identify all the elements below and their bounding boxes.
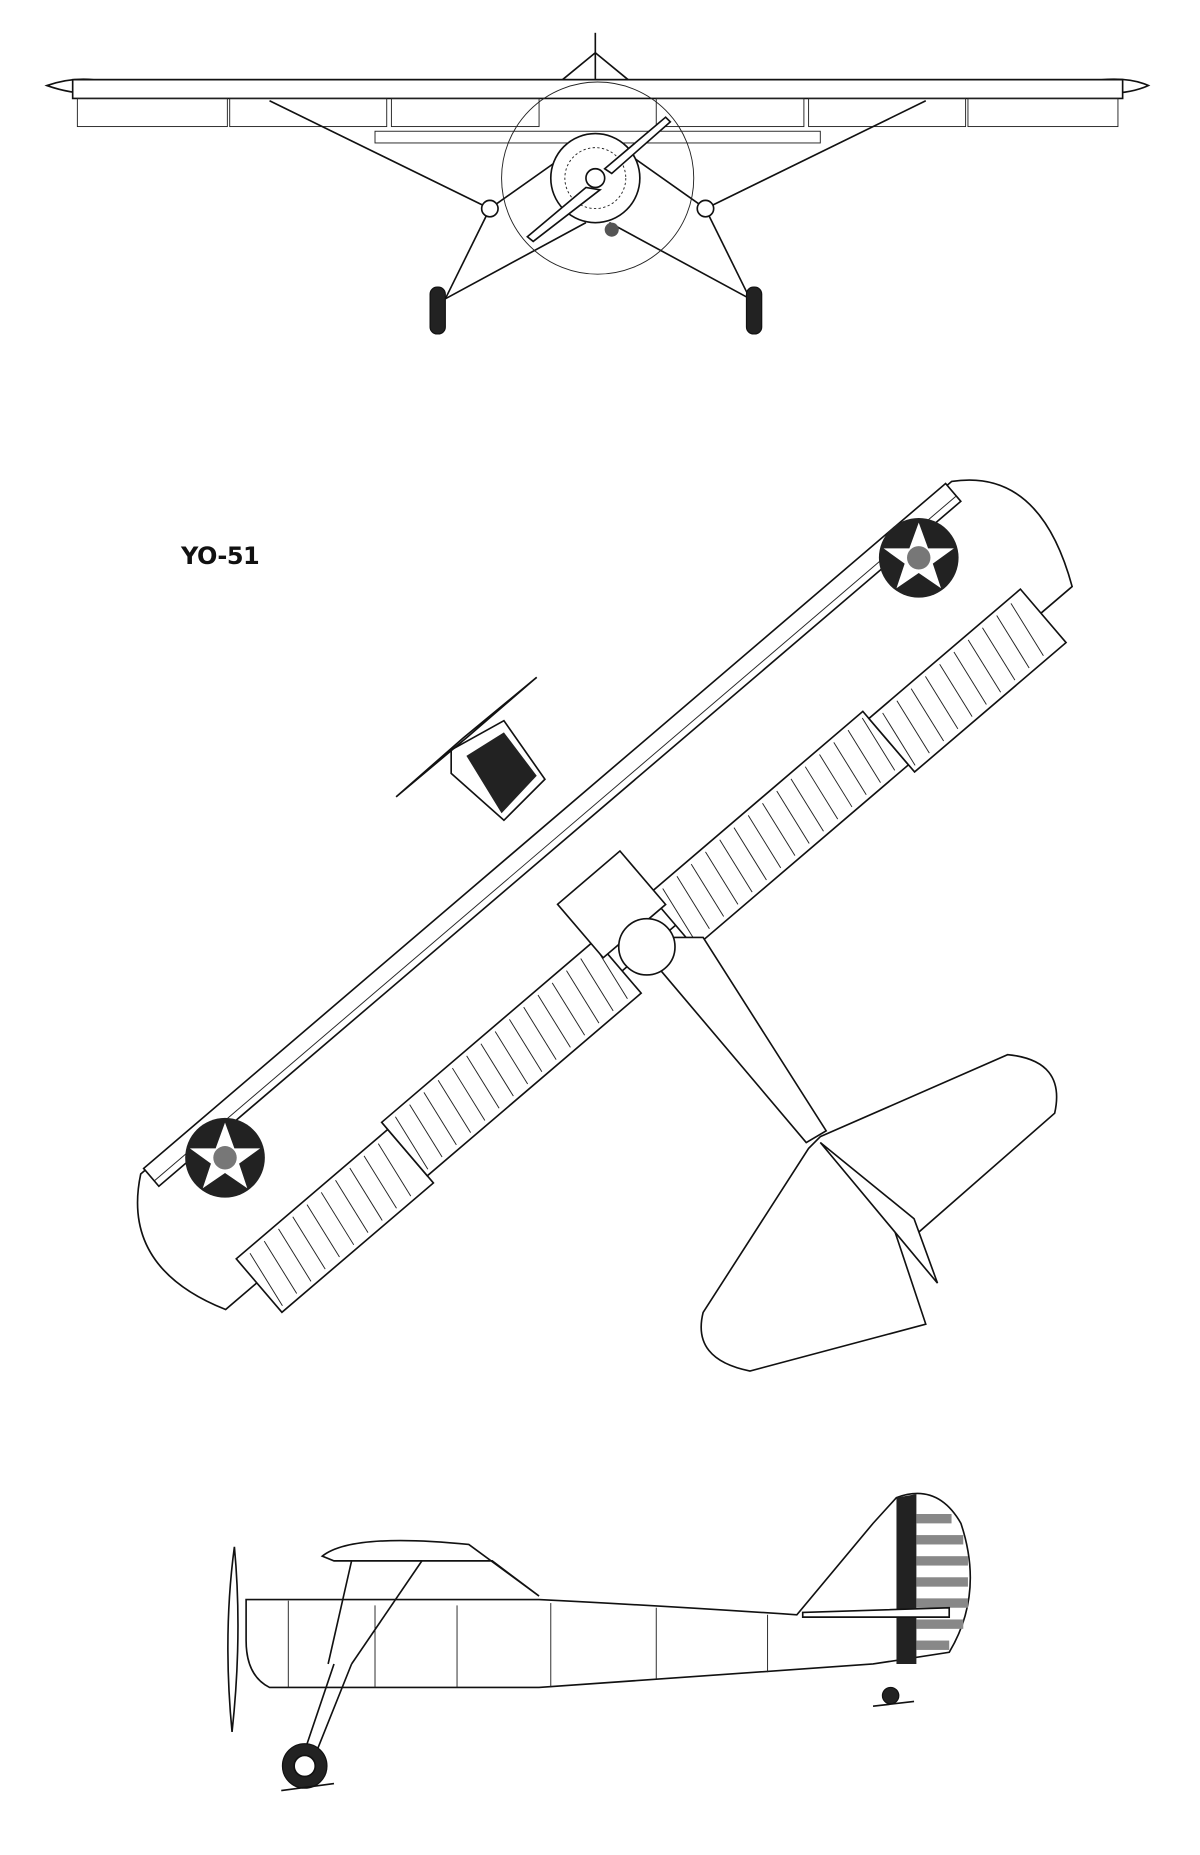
- side-view: [227, 1492, 972, 1792]
- top-view: [136, 479, 1074, 1372]
- aircraft-designation-label: YO-51: [181, 542, 260, 570]
- front-view: [44, 32, 1151, 335]
